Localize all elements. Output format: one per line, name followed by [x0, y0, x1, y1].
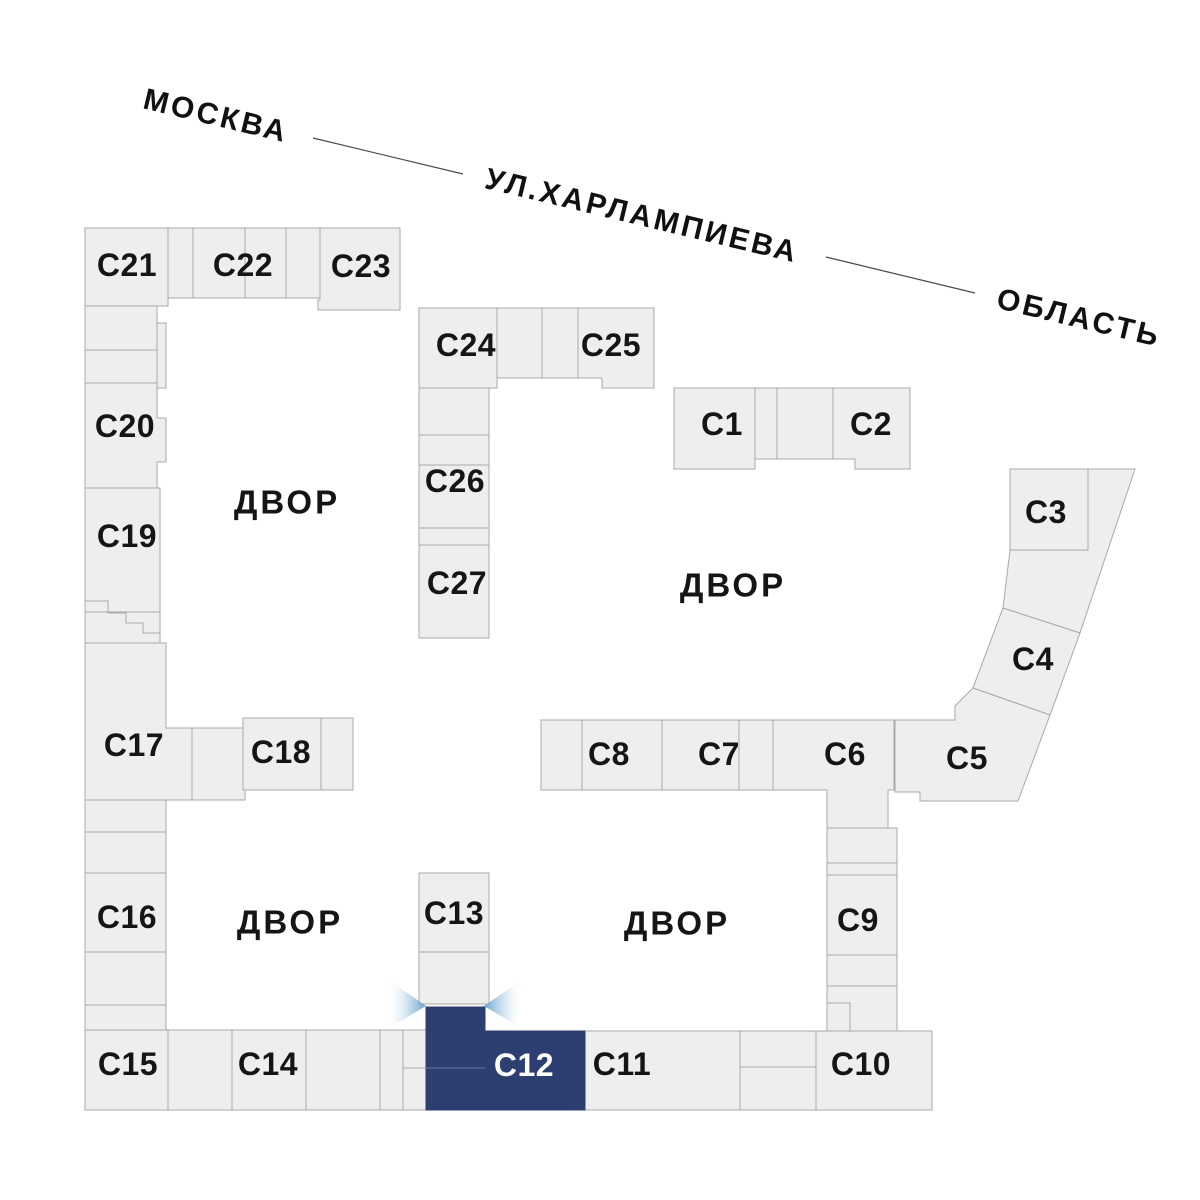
building-segment[interactable] — [84, 349, 158, 384]
building-segment[interactable] — [418, 527, 490, 546]
building-label-c7: С7 — [698, 736, 740, 772]
building-label-c2: С2 — [850, 406, 892, 442]
building-label-c9: С9 — [837, 902, 879, 938]
building-segment[interactable] — [496, 307, 543, 379]
selected-building-layer — [425, 1006, 586, 1111]
building-segment[interactable] — [826, 827, 898, 864]
building-label-c5: С5 — [946, 740, 988, 776]
courtyard-label-1: ДВОР — [234, 484, 340, 521]
courtyard-label-2: ДВОР — [680, 567, 786, 604]
building-segment[interactable] — [826, 1002, 851, 1032]
building-c24[interactable] — [418, 307, 498, 389]
building-label-c3: С3 — [1025, 494, 1067, 530]
building-label-c19: С19 — [97, 518, 157, 554]
stair-steps — [85, 600, 160, 634]
building-segment[interactable] — [191, 727, 246, 801]
building-segment[interactable] — [541, 307, 579, 379]
view-beam-right-icon — [484, 979, 523, 1029]
building-label-c1: С1 — [701, 406, 743, 442]
street-label-москва: МОСКВА — [140, 83, 292, 150]
building-segment[interactable] — [379, 1029, 404, 1111]
building-c12[interactable] — [425, 1006, 586, 1111]
building-segment[interactable] — [402, 1067, 427, 1111]
building-segment[interactable] — [84, 951, 167, 1006]
building-segment[interactable] — [776, 387, 834, 460]
building-c21[interactable] — [84, 227, 169, 307]
building-segment[interactable] — [738, 719, 774, 791]
building-label-c14: С14 — [238, 1046, 298, 1082]
building-label-c17: С17 — [104, 727, 164, 763]
building-c1[interactable] — [673, 387, 756, 470]
street-label-область: ОБЛАСТЬ — [993, 282, 1164, 353]
building-c23[interactable] — [317, 227, 401, 311]
building-label-c16: С16 — [97, 899, 157, 935]
view-beam-left-icon — [387, 979, 426, 1029]
building-segment[interactable] — [826, 862, 898, 876]
building-label-c27: С27 — [427, 565, 487, 601]
building-segment[interactable] — [320, 717, 354, 791]
buildings-layer — [84, 227, 1136, 1111]
building-label-c8: С8 — [588, 736, 630, 772]
building-label-c11: С11 — [593, 1046, 651, 1082]
street-label-ул-харлампиева: УЛ.ХАРЛАМПИЕВА — [482, 162, 802, 269]
building-label-c26: С26 — [425, 463, 485, 499]
street-line — [825, 256, 976, 294]
building-label-c12: С12 — [494, 1047, 554, 1083]
building-label-c25: С25 — [581, 327, 641, 363]
building-segment[interactable] — [156, 322, 167, 389]
building-label-c23: С23 — [331, 248, 391, 284]
building-segment[interactable] — [84, 1004, 167, 1031]
building-segment[interactable] — [739, 1066, 817, 1111]
building-label-c6: С6 — [824, 736, 866, 772]
building-c2[interactable] — [832, 387, 911, 470]
beams-layer — [387, 979, 523, 1029]
building-label-c22: С22 — [213, 247, 273, 283]
building-label-c24: С24 — [436, 327, 496, 363]
building-segment[interactable] — [84, 305, 158, 351]
building-segment[interactable] — [418, 951, 490, 1005]
building-label-c15: С15 — [98, 1046, 158, 1082]
building-segment[interactable] — [84, 831, 167, 874]
building-segment[interactable] — [540, 719, 583, 791]
building-segment[interactable] — [754, 387, 778, 460]
building-segment[interactable] — [418, 387, 490, 436]
building-c5[interactable] — [894, 687, 1051, 802]
building-label-c10: С10 — [831, 1046, 891, 1082]
building-segment[interactable] — [418, 434, 490, 466]
building-segment[interactable] — [739, 1030, 817, 1068]
building-c27[interactable] — [418, 544, 490, 639]
building-segment[interactable] — [826, 954, 898, 987]
building-segment[interactable] — [285, 227, 321, 299]
building-label-c18: С18 — [251, 734, 311, 770]
building-segment[interactable] — [84, 799, 167, 833]
building-label-c21: С21 — [97, 247, 157, 283]
building-segment[interactable] — [84, 611, 161, 644]
courtyard-label-3: ДВОР — [237, 904, 343, 941]
courtyard-label-4: ДВОР — [624, 905, 730, 942]
building-label-c20: С20 — [95, 408, 155, 444]
street-line — [312, 137, 464, 175]
building-segment[interactable] — [305, 1029, 381, 1111]
building-label-c13: С13 — [424, 895, 484, 931]
building-segment[interactable] — [167, 227, 194, 299]
details-layer — [85, 600, 160, 634]
building-c25[interactable] — [577, 307, 655, 389]
building-segment[interactable] — [402, 1029, 427, 1069]
building-label-c4: С4 — [1012, 641, 1054, 677]
building-c17[interactable] — [84, 642, 193, 801]
building-segment[interactable] — [167, 1029, 233, 1111]
